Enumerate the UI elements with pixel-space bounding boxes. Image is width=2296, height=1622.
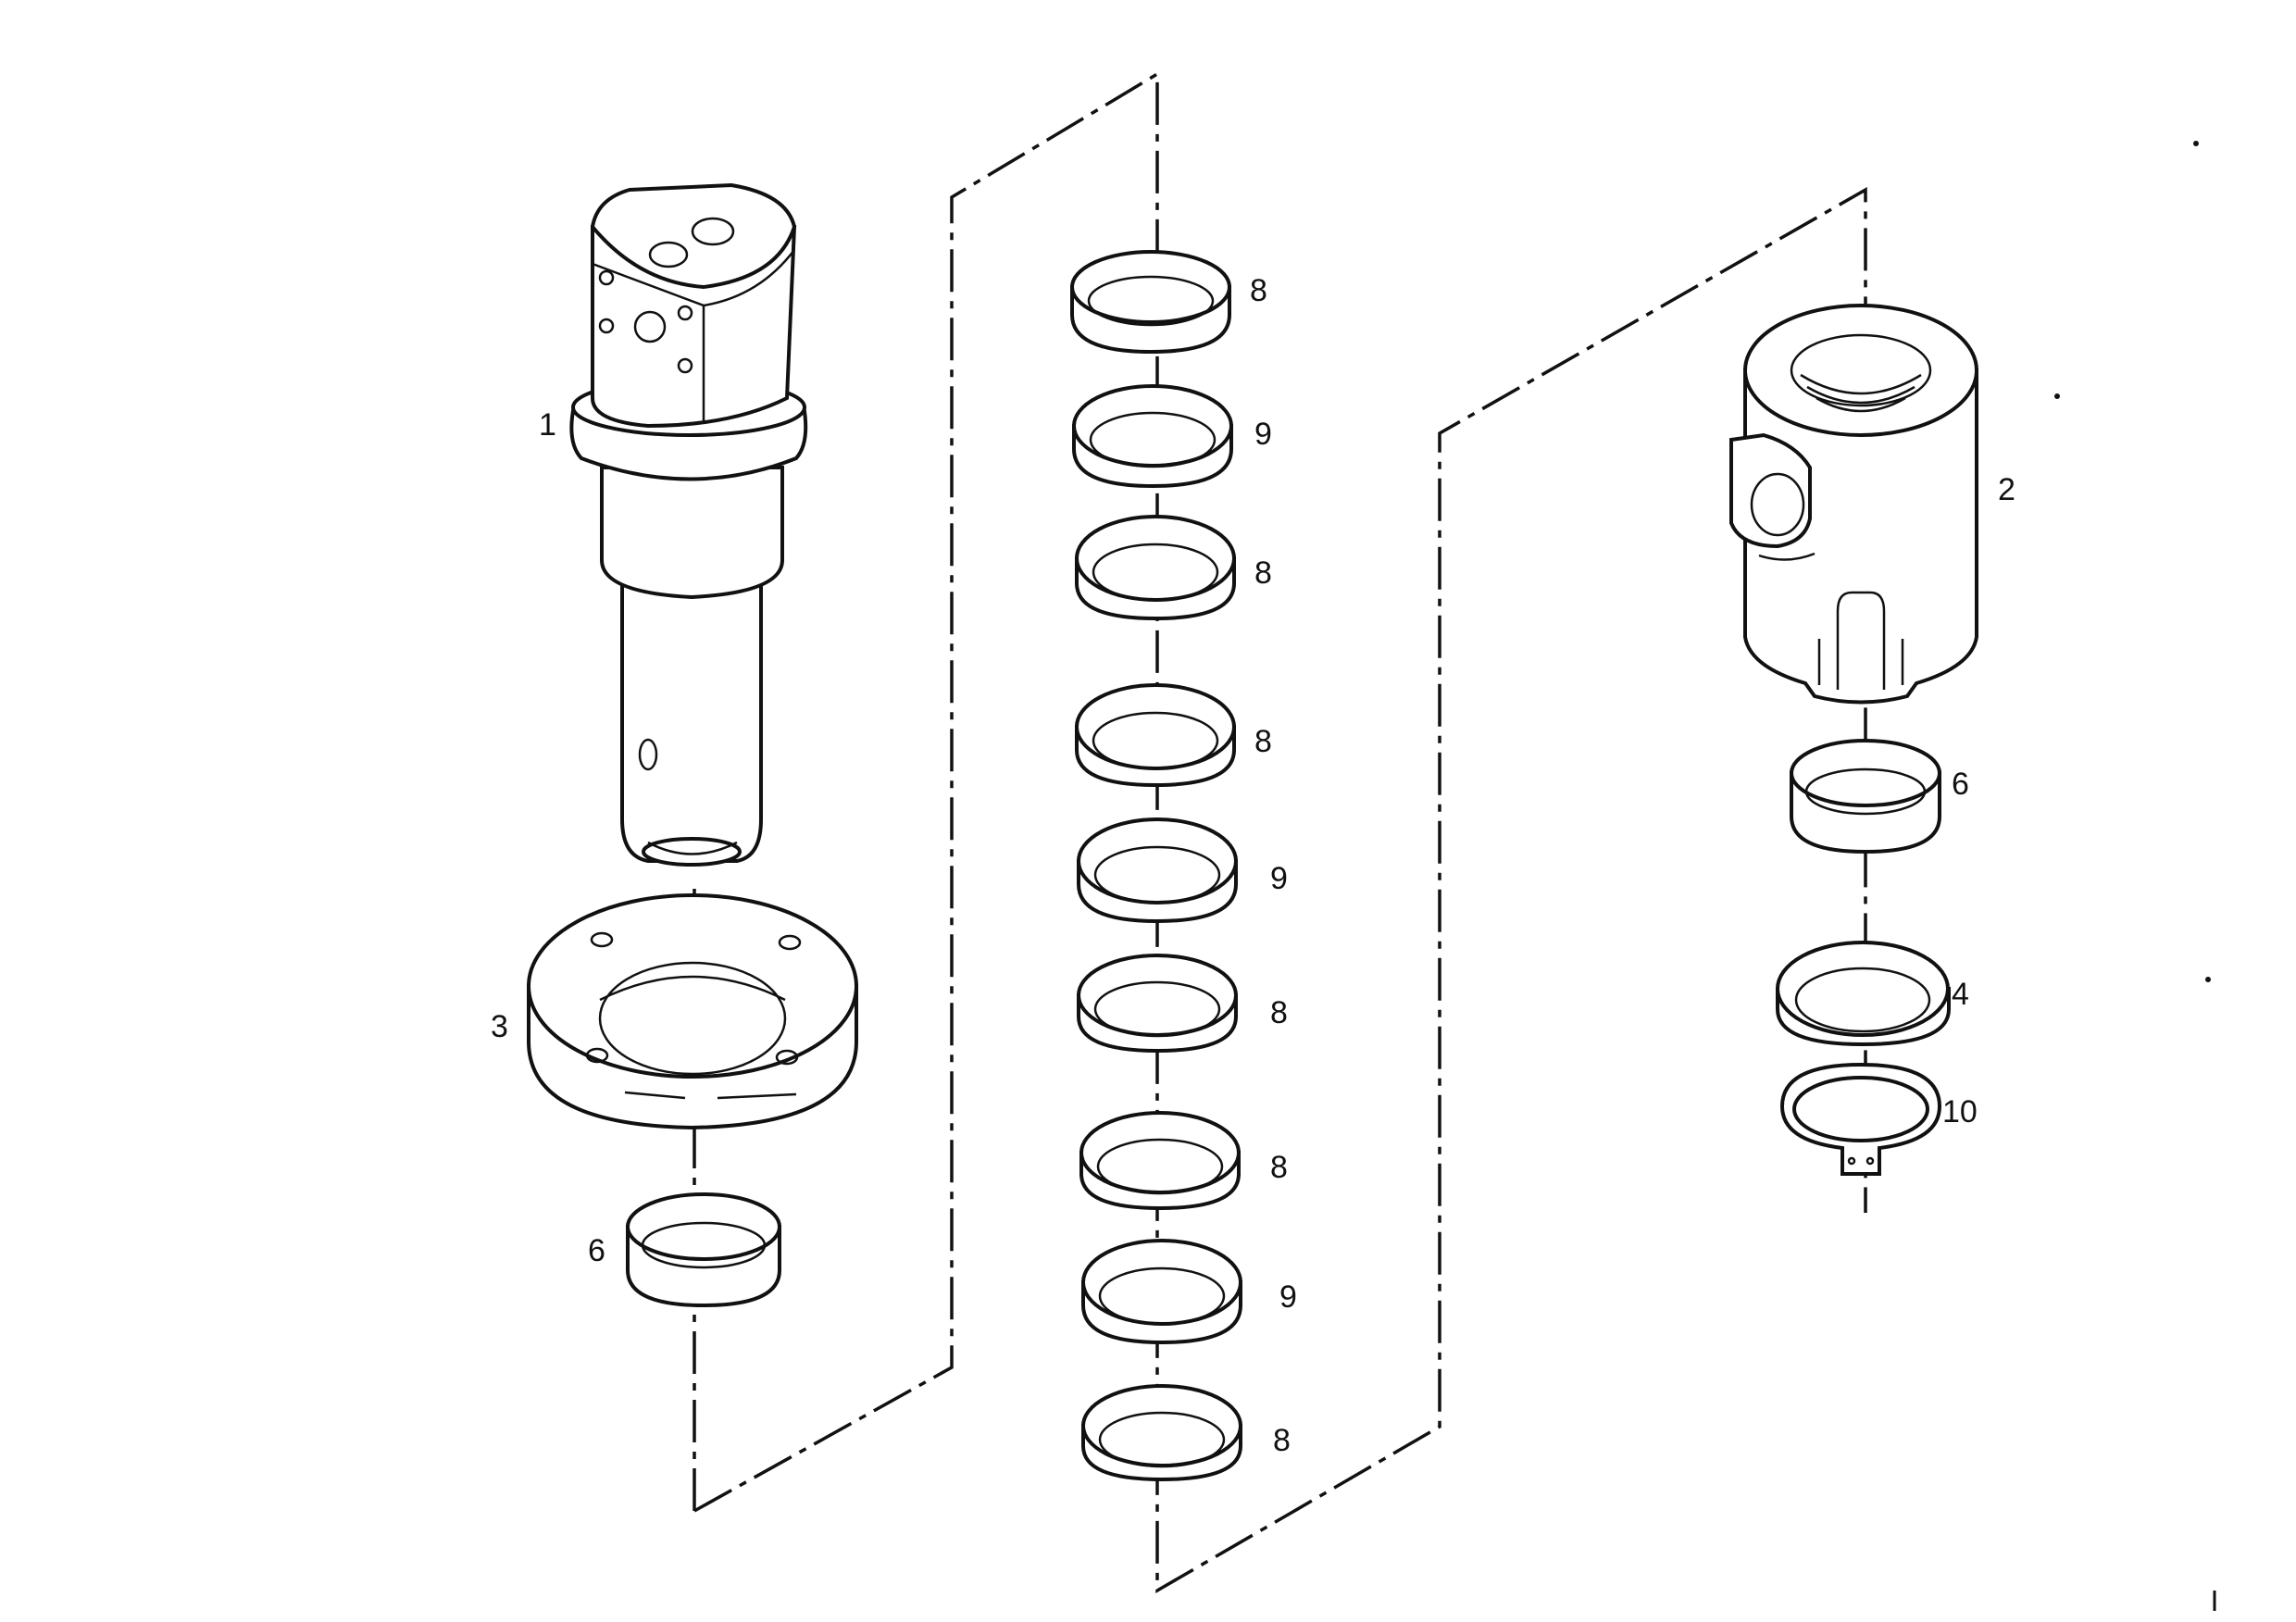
snap-ring (1779, 1062, 1942, 1176)
ring-8-e (1079, 1111, 1241, 1211)
callout-4: 4 (1952, 977, 1969, 1012)
ring-9-b (1077, 817, 1238, 924)
ring-8-f (1081, 1384, 1242, 1482)
callout-9-b: 9 (1270, 861, 1288, 896)
callout-9-a: 9 (1254, 417, 1272, 452)
scan-marks (2054, 141, 2216, 1611)
callout-2: 2 (1998, 472, 2015, 507)
callout-10: 10 (1942, 1094, 1978, 1129)
callout-8-a: 8 (1250, 273, 1267, 308)
callout-8-c: 8 (1254, 724, 1272, 759)
ring-stack (1070, 250, 1242, 1482)
callout-6-left: 6 (588, 1233, 605, 1268)
callout-8-d: 8 (1270, 995, 1288, 1030)
swivel-housing (1729, 304, 1978, 705)
callout-8-b: 8 (1254, 555, 1272, 591)
bushing-right (1790, 739, 1941, 855)
callout-6-right: 6 (1952, 767, 1969, 802)
assembly-centerlines (693, 70, 1867, 1594)
callout-labels: 1 2 3 6 8 9 8 8 9 8 8 9 8 6 4 10 (491, 273, 2015, 1458)
bushing-left (626, 1192, 781, 1308)
callout-3: 3 (491, 1009, 508, 1044)
ring-9-c (1081, 1239, 1242, 1345)
callout-1: 1 (539, 407, 556, 443)
thrust-washer (1776, 941, 1951, 1047)
swivel-shaft (569, 182, 808, 867)
callout-8-f: 8 (1273, 1423, 1291, 1458)
ring-8-a (1070, 250, 1231, 355)
ring-8-b (1075, 515, 1236, 621)
ring-8-d (1077, 954, 1238, 1054)
callout-9-c: 9 (1279, 1279, 1297, 1315)
ring-9-a (1072, 384, 1233, 489)
mounting-flange (527, 893, 858, 1130)
ring-8-c (1075, 683, 1236, 788)
callout-8-e: 8 (1270, 1150, 1288, 1185)
